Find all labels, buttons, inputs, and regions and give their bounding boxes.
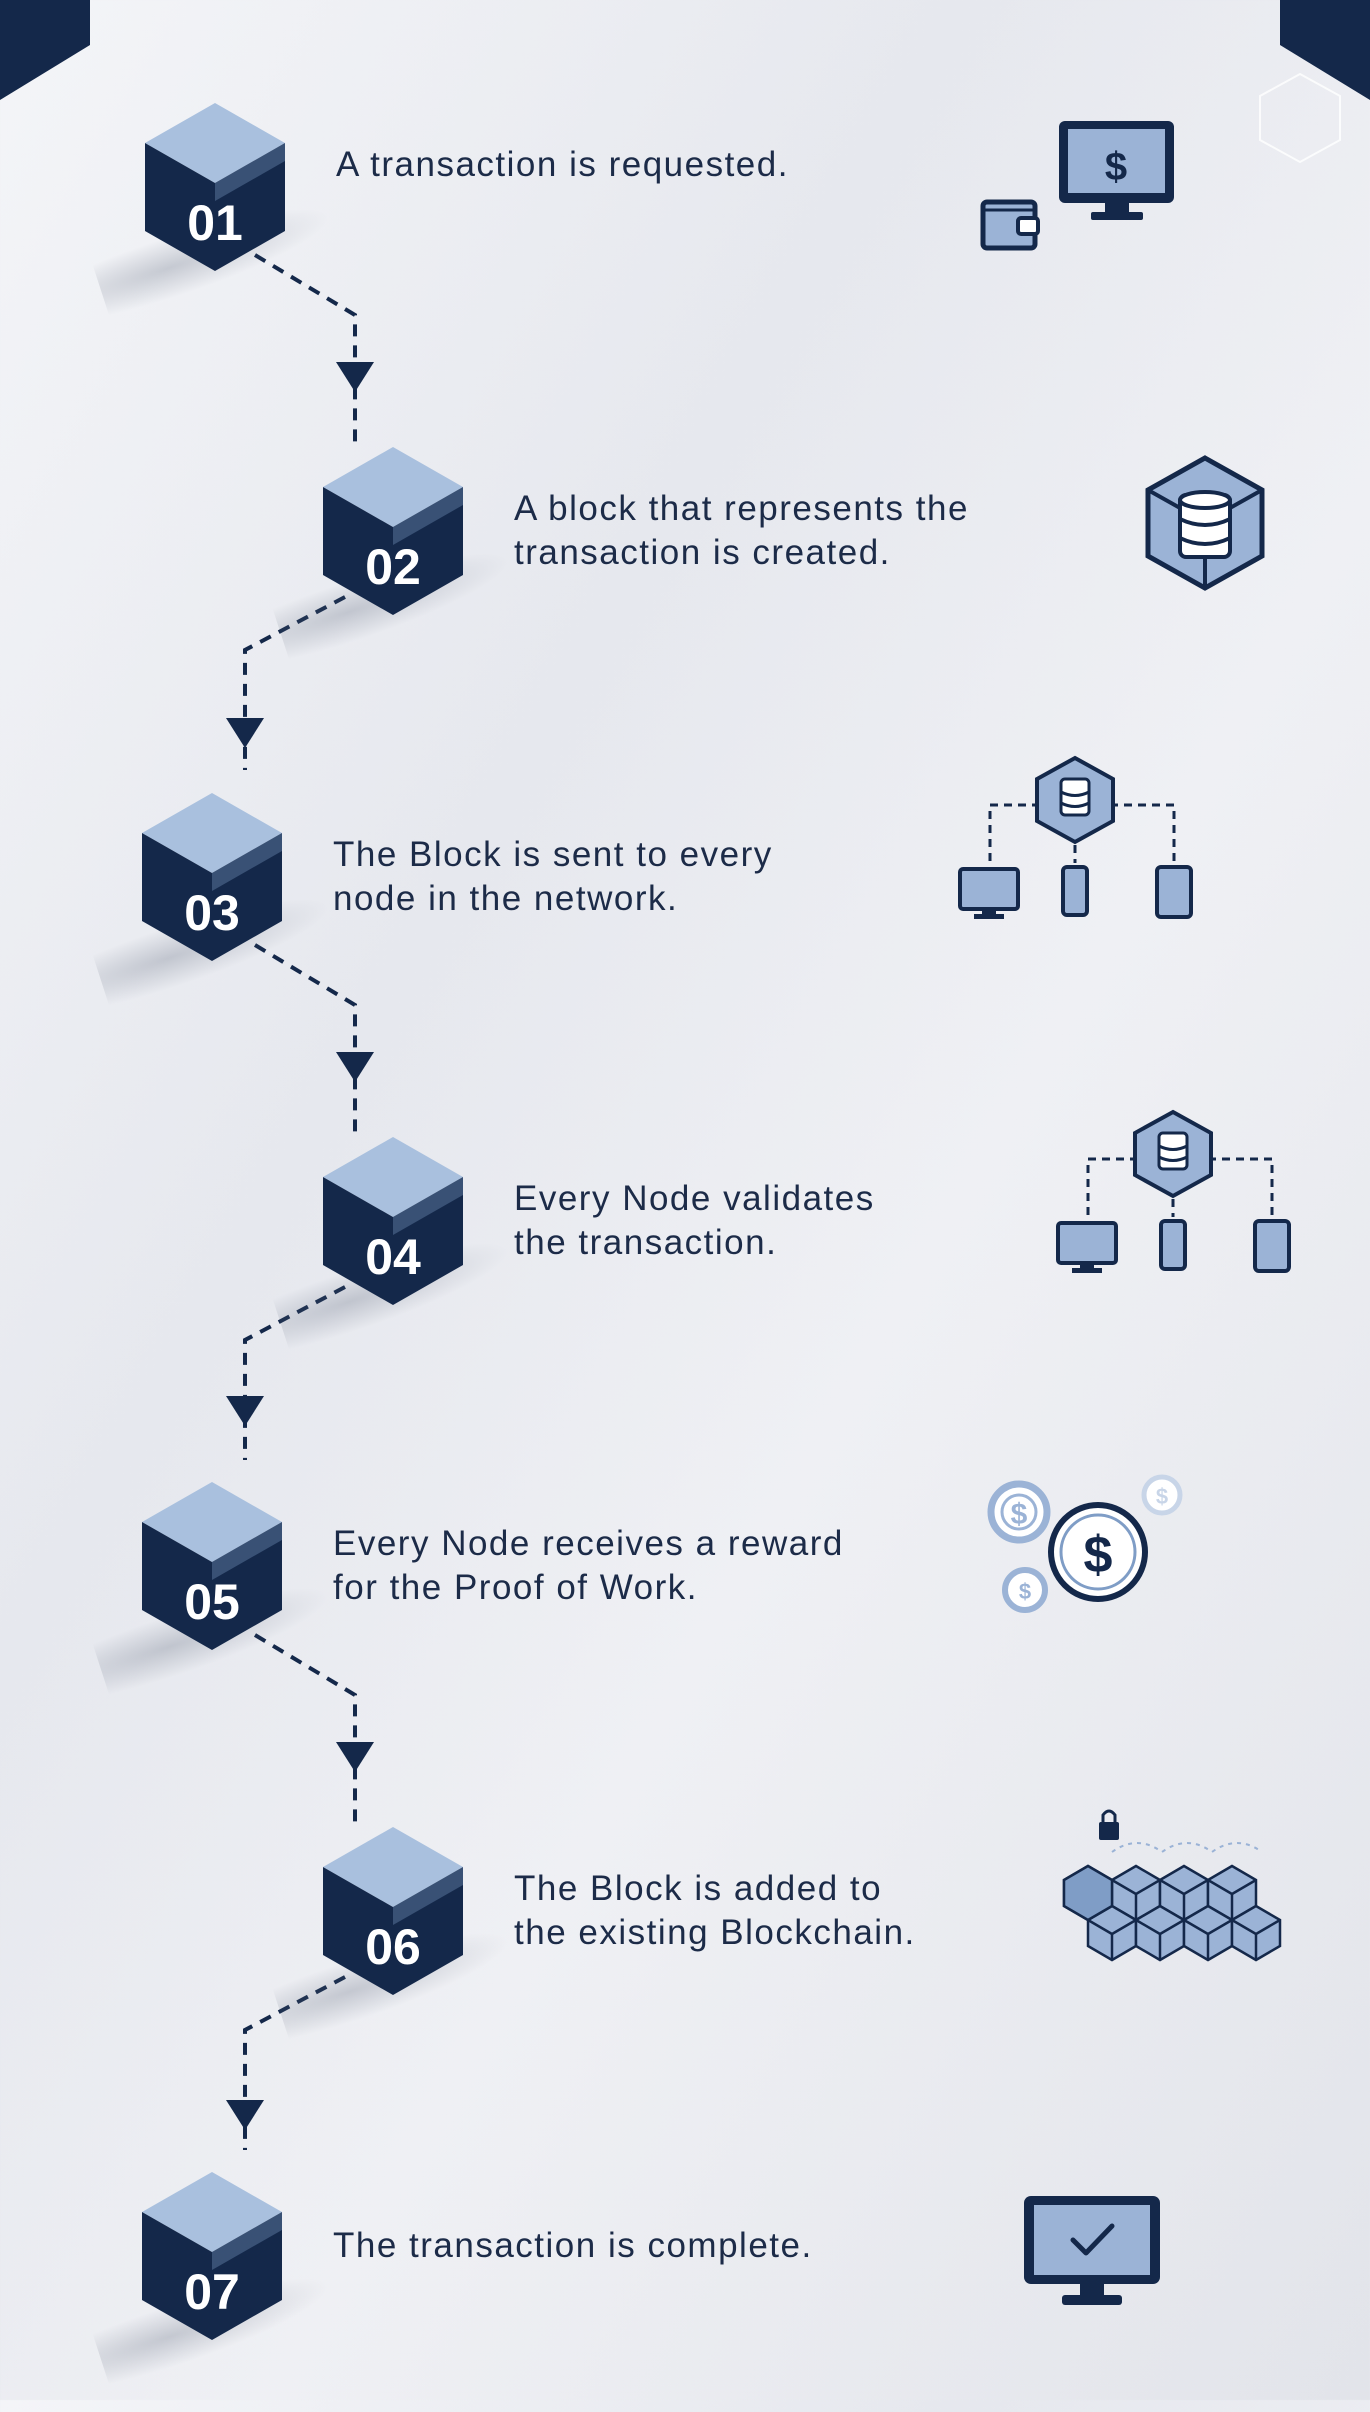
- database-block-icon: [1145, 455, 1265, 591]
- step-number: 03: [184, 885, 240, 941]
- step-07: 07 The transaction is complete.: [0, 2172, 1370, 2412]
- arrow-head-05: [226, 1396, 264, 1426]
- wallet-monitor-dollar-icon: $: [980, 121, 1174, 251]
- step-06: 06 The Block is added to the existing Bl…: [0, 1809, 1370, 2067]
- step-number: 06: [365, 1919, 421, 1975]
- step-description: Every Node validates the transaction.: [514, 1179, 875, 1262]
- connector-03-04: [253, 943, 357, 1135]
- step-02: 02 A block that represents the transacti…: [0, 447, 1370, 687]
- step-cube-04: 04: [323, 1137, 463, 1305]
- arrow-head-07: [226, 2100, 264, 2130]
- monitor-checkmark-icon: [1024, 2196, 1160, 2305]
- step-04: 04 Every Node validates the transaction.: [0, 1109, 1370, 1377]
- arrow-head-02: [336, 362, 374, 392]
- step-description: A transaction is requested.: [336, 145, 789, 184]
- step-cube-06: 06: [323, 1827, 463, 1995]
- step-number: 01: [187, 195, 243, 251]
- svg-text:$: $: [1084, 1526, 1113, 1584]
- network-validation-icon: [1056, 1109, 1291, 1273]
- svg-text:$: $: [1019, 1579, 1031, 1604]
- step-number: 02: [365, 539, 421, 595]
- step-cube-03: 03: [142, 793, 282, 961]
- arrow-head-06: [336, 1742, 374, 1772]
- corner-triangle-right: [1280, 0, 1370, 100]
- step-01: 01 A transaction is requested. $: [0, 103, 1370, 343]
- step-cube-01: 01: [145, 103, 285, 271]
- corner-triangle-left: [0, 0, 90, 100]
- step-cube-02: 02: [323, 447, 463, 615]
- step-03: 03 The Block is sent to every node in th…: [0, 755, 1370, 1033]
- hexagon-outline-decoration: [1259, 72, 1341, 164]
- connector-05-06: [253, 1633, 357, 1825]
- svg-text:$: $: [1156, 1484, 1168, 1509]
- svg-text:$: $: [1011, 1498, 1028, 1531]
- arrow-head-04: [336, 1052, 374, 1082]
- blockchain-cubes-icon: [1062, 1809, 1282, 1962]
- step-cube-05: 05: [142, 1482, 282, 1650]
- step-description: The Block is sent to every node in the n…: [333, 835, 773, 918]
- svg-text:$: $: [1105, 145, 1127, 189]
- coins-reward-icon: $ $ $ $: [987, 1474, 1183, 1613]
- step-description: Every Node receives a reward for the Pro…: [333, 1524, 844, 1607]
- step-number: 07: [184, 2264, 240, 2320]
- connector-01-02: [253, 253, 357, 445]
- arrow-head-03: [226, 718, 264, 748]
- step-number: 05: [184, 1574, 240, 1630]
- step-description: The transaction is complete.: [333, 2226, 813, 2265]
- network-distribution-icon: [958, 755, 1193, 919]
- step-05: 05 Every Node receives a reward for the …: [0, 1474, 1370, 1722]
- step-number: 04: [365, 1229, 421, 1285]
- step-description: A block that represents the transaction …: [514, 489, 969, 572]
- step-cube-07: 07: [142, 2172, 282, 2340]
- step-description: The Block is added to the existing Block…: [514, 1869, 916, 1952]
